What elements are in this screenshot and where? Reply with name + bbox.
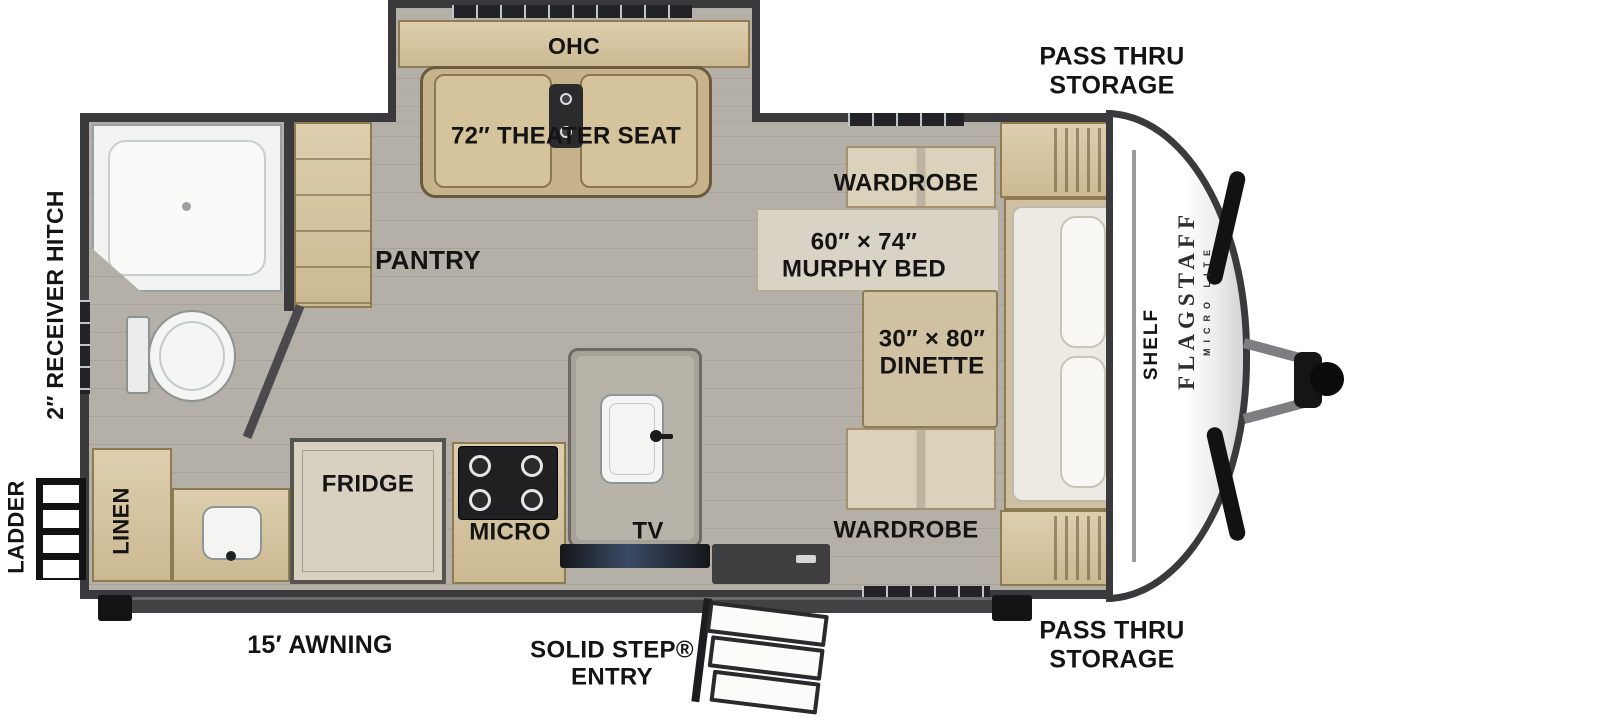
label-wardrobe-bottom: WARDROBE: [833, 516, 979, 544]
entry-steps: [690, 598, 833, 721]
fridge: [290, 438, 446, 584]
toilet-bowl: [148, 310, 236, 402]
sink-faucet-spout: [659, 434, 673, 439]
label-pass-thru-storage-bottom: PASS THRU STORAGE: [1039, 616, 1185, 674]
dinette-table: [862, 290, 998, 428]
tv-unit: [560, 544, 710, 568]
bathroom-wall: [284, 113, 294, 311]
sink-faucet-icon: [650, 430, 662, 442]
stabilizer-jack: [992, 595, 1032, 621]
label-tv: TV: [632, 517, 664, 545]
burner-icon: [469, 455, 491, 477]
label-awning: 15′ AWNING: [247, 630, 393, 659]
label-micro: MICRO: [469, 518, 551, 546]
dinette-window-bottom: [862, 586, 990, 599]
burner-icon: [521, 455, 543, 477]
shelf-divider: [1132, 150, 1136, 562]
wardrobe-bottom-slats: [1054, 516, 1104, 580]
awning-rail: [126, 597, 1010, 613]
vanity-faucet-icon: [226, 551, 236, 561]
label-wardrobe-top: WARDROBE: [833, 169, 979, 197]
dinette-bench-bottom: [846, 428, 996, 510]
shower: [92, 124, 282, 292]
pantry-cabinet: [294, 122, 372, 308]
label-fridge: FRIDGE: [321, 470, 415, 498]
cupholder-icon: [560, 93, 572, 105]
hitch-ball-icon: [1310, 362, 1344, 396]
wardrobe-top-slats: [1054, 128, 1104, 192]
toilet-tank: [126, 316, 150, 394]
pillow: [1060, 216, 1106, 348]
theater-seat-cushion-right: [580, 74, 698, 188]
label-solid-step-entry: SOLID STEP® ENTRY: [530, 636, 694, 691]
linen-cabinet: [92, 448, 172, 582]
stove: [458, 446, 558, 520]
label-shelf: SHELF: [1141, 307, 1163, 381]
shower-drain-icon: [182, 202, 191, 211]
label-theater-seat: 72″ THEATER SEAT: [450, 122, 682, 150]
entry-door-handle-icon: [796, 555, 816, 563]
label-ohc: OHC: [547, 32, 601, 59]
brand-logo: FLAGSTAFF MICRO LITE: [1174, 210, 1212, 390]
entry-door: [712, 544, 830, 584]
sink-basin-line: [609, 403, 655, 475]
dinette-bench-top: [846, 146, 996, 208]
label-pass-thru-storage-top: PASS THRU STORAGE: [1039, 42, 1185, 100]
stabilizer-jack: [98, 595, 132, 621]
slideout-window: [452, 5, 692, 18]
brand-sub: MICRO LITE: [1201, 244, 1212, 356]
dinette-window-top: [848, 113, 964, 126]
brand-name: FLAGSTAFF: [1173, 209, 1199, 391]
label-dinette: 30″ × 80″ DINETTE: [878, 325, 986, 380]
bathroom-window: [80, 300, 90, 394]
theater-seat-console: [549, 84, 583, 148]
cupholder-icon: [560, 126, 572, 138]
toilet-seat: [159, 321, 225, 391]
burner-icon: [469, 489, 491, 511]
label-pantry: PANTRY: [375, 245, 481, 276]
label-linen: LINEN: [108, 487, 134, 555]
label-murphy-bed: 60″ × 74″ MURPHY BED: [782, 228, 946, 283]
label-receiver-hitch: 2″ RECEIVER HITCH: [41, 190, 68, 420]
burner-icon: [521, 489, 543, 511]
label-ladder: LADDER: [3, 480, 29, 574]
fridge-door-line: [302, 450, 434, 572]
theater-seat-cushion-left: [434, 74, 552, 188]
ladder-graphic: [36, 478, 86, 580]
pillow: [1060, 356, 1106, 488]
